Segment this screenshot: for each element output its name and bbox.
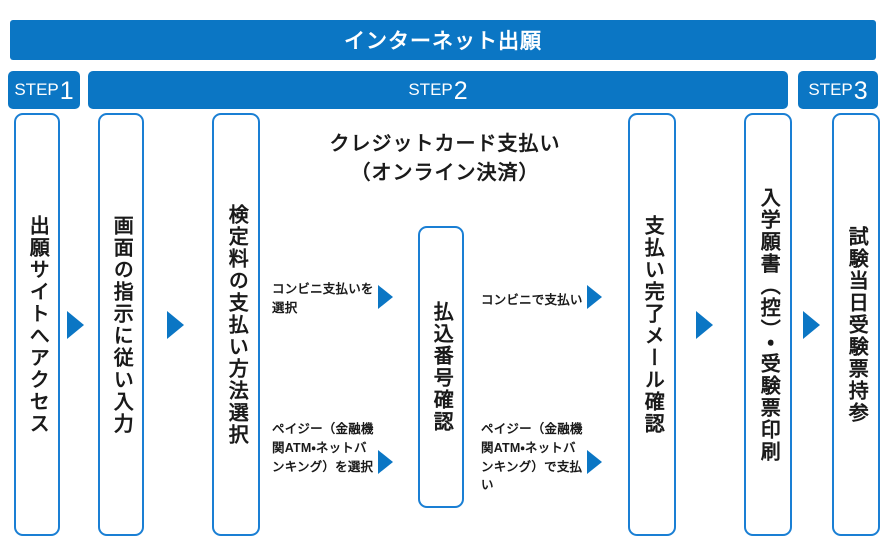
arrow-right-icon-4: [803, 311, 820, 339]
process-box-payment-mail: 支払い完了メール確認: [628, 113, 676, 536]
step-badge-2: STEP 2: [88, 71, 788, 109]
caption-konbini-pay: コンビニで支払い: [481, 293, 583, 307]
step-1-word: STEP: [14, 80, 59, 99]
process-box-screen-input-label: 画面の指示に従い入力: [110, 214, 133, 435]
arrow-right-icon-konbini-select: [378, 285, 393, 309]
process-box-fee-method: 検定料の支払い方法選択: [212, 113, 260, 536]
step-badge-3: STEP 3: [798, 71, 878, 109]
step-badge-1: STEP 1: [8, 71, 80, 109]
page-title-bar: インターネット出願: [10, 20, 876, 60]
step-3-word: STEP: [808, 80, 853, 99]
arrow-right-icon-2: [167, 311, 184, 339]
step-2-number: 2: [453, 76, 468, 105]
process-box-payment-number: 払込番号確認: [418, 226, 464, 508]
process-box-exam-day: 試験当日受験票持参: [832, 113, 880, 536]
step-1-number: 1: [59, 76, 74, 105]
credit-card-heading-line-2: （オンライン決済）: [350, 162, 540, 184]
credit-card-heading: クレジットカード支払い （オンライン決済）: [280, 130, 610, 188]
process-box-screen-input: 画面の指示に従い入力: [98, 113, 144, 536]
arrow-right-icon-konbini-pay: [587, 285, 602, 309]
process-box-payment-mail-label: 支払い完了メール確認: [641, 214, 664, 435]
process-box-fee-method-label: 検定料の支払い方法選択: [225, 203, 248, 446]
arrow-right-icon-payeasy-select: [378, 450, 393, 474]
caption-payeasy-pay: ペイジー（金融機関ATM・ネットバンキング）で支払い: [481, 422, 583, 493]
credit-card-heading-line-1: クレジットカード支払い: [329, 133, 561, 155]
arrow-right-icon-payeasy-pay: [587, 450, 602, 474]
step-3-number: 3: [853, 76, 868, 105]
page-title: インターネット出願: [344, 30, 542, 53]
process-box-print-forms: 入学願書（控）・受験票印刷: [744, 113, 792, 536]
process-box-print-forms-label: 入学願書（控）・受験票印刷: [757, 186, 780, 463]
process-box-exam-day-label: 試験当日受験票持参: [845, 225, 868, 424]
caption-payeasy-select: ペイジー（金融機関ATM・ネットバンキング）を選択: [272, 422, 374, 474]
process-box-apply-site: 出願サイトへアクセス: [14, 113, 60, 536]
process-box-payment-number-label: 払込番号確認: [430, 301, 453, 433]
caption-konbini-select: コンビニ支払いを選択: [272, 282, 374, 315]
arrow-right-icon-3: [696, 311, 713, 339]
step-2-word: STEP: [408, 80, 453, 99]
arrow-right-icon-1: [67, 311, 84, 339]
process-box-apply-site-label: 出願サイトへアクセス: [26, 214, 49, 435]
